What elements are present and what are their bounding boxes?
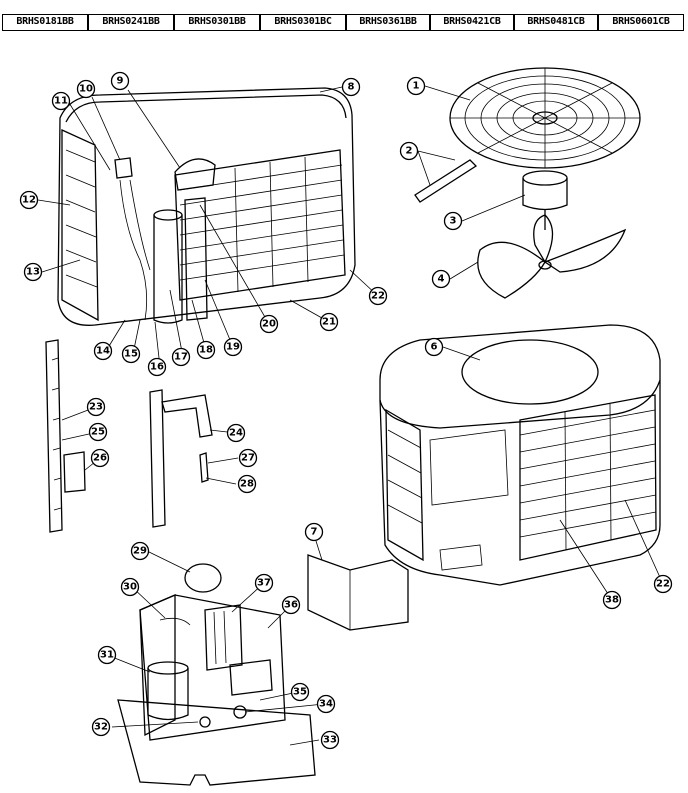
callout: 4 (431, 269, 451, 289)
callout-number: 36 (284, 600, 298, 611)
callout-number: 17 (174, 352, 188, 363)
callout-number: 23 (89, 402, 103, 413)
callout: 27 (238, 448, 258, 468)
callout-number: 37 (257, 578, 271, 589)
callout-number: 8 (348, 82, 355, 93)
control-box-drawing (117, 563, 316, 786)
callout-number: 13 (26, 267, 40, 278)
callout: 38 (602, 590, 622, 610)
callout: 15 (121, 344, 141, 364)
callout: 16 (147, 357, 167, 377)
callout: 13 (23, 262, 43, 282)
callout-number: 3 (450, 216, 457, 227)
callout-number: 10 (79, 84, 93, 95)
callout: 22 (368, 286, 388, 306)
callout: 6 (424, 337, 444, 357)
callout: 34 (316, 694, 336, 714)
callout: 20 (259, 314, 279, 334)
callout: 8 (341, 77, 361, 97)
callout-number: 34 (319, 699, 333, 710)
callout: 26 (90, 448, 110, 468)
callout: 18 (196, 340, 216, 360)
callout: 29 (130, 541, 150, 561)
callout: 32 (91, 717, 111, 737)
callout-number: 20 (262, 319, 276, 330)
callout: 25 (88, 422, 108, 442)
callout: 14 (93, 341, 113, 361)
fan-assembly-drawing (414, 67, 641, 299)
callout-number: 6 (431, 342, 438, 353)
callout: 11 (51, 91, 71, 111)
callout: 7 (304, 522, 324, 542)
callout: 12 (19, 190, 39, 210)
callout: 23 (86, 397, 106, 417)
access-panel-drawing (307, 554, 409, 631)
leader-lines (37, 85, 664, 746)
callout-number: 30 (123, 582, 137, 593)
complete-unit-drawing (379, 324, 661, 586)
callout-number: 9 (117, 76, 124, 87)
callout-number: 14 (96, 346, 110, 357)
model-number-header: BRHS0181BB BRHS0241BB BRHS0301BB BRHS030… (0, 0, 688, 31)
model-number-cell: BRHS0301BC (260, 14, 346, 31)
callout-number: 12 (22, 195, 36, 206)
callout-number: 33 (323, 735, 337, 746)
callout-number: 31 (100, 650, 114, 661)
callout: 36 (281, 595, 301, 615)
callout-number: 21 (322, 317, 336, 328)
model-number-cell: BRHS0241BB (88, 14, 174, 31)
callout-number: 32 (94, 722, 108, 733)
callout-number: 18 (199, 345, 213, 356)
callout-number: 2 (406, 146, 413, 157)
callout-number: 22 (371, 291, 385, 302)
callout: 31 (97, 645, 117, 665)
callout-number: 7 (311, 527, 318, 538)
callout: 1 (406, 76, 426, 96)
callout-number: 29 (133, 546, 147, 557)
callout: 33 (320, 730, 340, 750)
callout: 30 (120, 577, 140, 597)
model-number-cell: BRHS0601CB (598, 14, 684, 31)
callout-number: 24 (229, 428, 243, 439)
model-number-cell: BRHS0421CB (430, 14, 514, 31)
callout-number: 38 (605, 595, 619, 606)
callout: 28 (237, 474, 257, 494)
callout: 17 (171, 347, 191, 367)
callout: 19 (223, 337, 243, 357)
callout-number: 1 (413, 81, 420, 92)
model-number-cell: BRHS0481CB (514, 14, 598, 31)
callout: 24 (226, 423, 246, 443)
callout-number: 16 (150, 362, 164, 373)
callout-number: 15 (124, 349, 138, 360)
callout-number: 4 (438, 274, 445, 285)
model-number-cell: BRHS0361BB (346, 14, 430, 31)
callout-number: 11 (54, 96, 68, 107)
callout: 35 (290, 682, 310, 702)
callout-number: 35 (293, 687, 307, 698)
callout: 21 (319, 312, 339, 332)
callout-number: 19 (226, 342, 240, 353)
callout: 9 (110, 71, 130, 91)
callout: 2 (399, 141, 419, 161)
callout-number: 26 (93, 453, 107, 464)
model-number-cell: BRHS0301BB (174, 14, 260, 31)
callout-number: 27 (241, 453, 255, 464)
coil-detail-drawing (45, 339, 213, 533)
callout: 37 (254, 573, 274, 593)
callout-number: 25 (91, 427, 105, 438)
callout-number: 28 (240, 479, 254, 490)
condenser-assembly-drawing (57, 87, 356, 326)
callout: 10 (76, 79, 96, 99)
model-number-cell: BRHS0181BB (2, 14, 88, 31)
callout: 3 (443, 211, 463, 231)
callout-number: 22 (656, 579, 670, 590)
callout: 22 (653, 574, 673, 594)
